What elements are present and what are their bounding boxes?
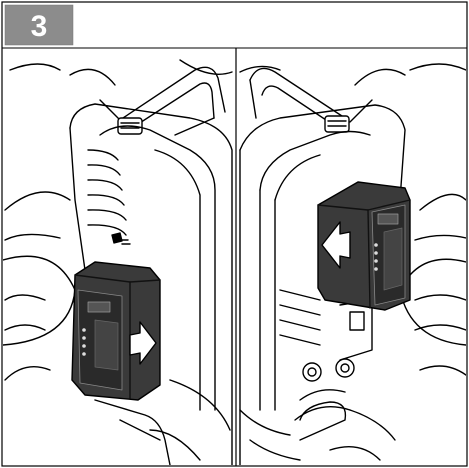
step-number: 3 <box>31 10 48 43</box>
battery-illustration-right <box>317 181 411 311</box>
battery-illustration <box>71 261 161 401</box>
device-body-illustration-right <box>239 104 406 465</box>
insert-arrow-icon <box>129 321 157 365</box>
remove-arrow-icon <box>321 221 351 269</box>
step-badge: 3 <box>4 4 74 46</box>
right-panel <box>239 63 466 465</box>
handle-illustration-right <box>249 67 373 133</box>
device-body-illustration <box>69 103 233 465</box>
left-panel <box>3 59 233 465</box>
